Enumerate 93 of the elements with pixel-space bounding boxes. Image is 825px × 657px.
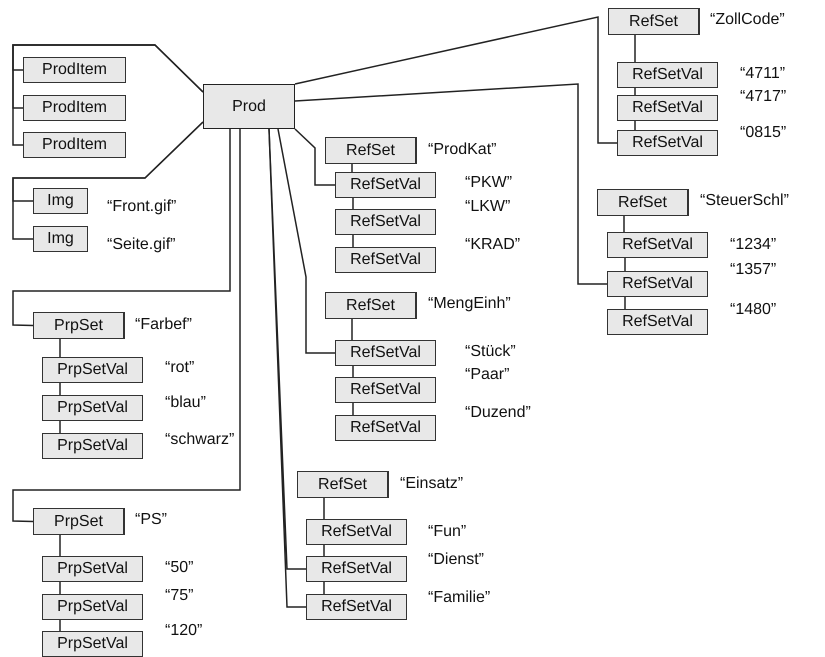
connector-line [634,35,636,62]
connector-line [351,164,353,172]
entity-box: ProdItem [23,57,126,83]
value-label: “Paar” [465,365,510,385]
entity-box: Img [33,188,88,214]
connector-line [59,339,61,357]
set-entity-box: PrpSet [33,312,125,339]
value-label: “ProdKat” [428,140,496,160]
entity-box: ProdItem [23,132,126,158]
value-label: “LKW” [465,197,510,217]
value-label: “Dienst” [428,550,484,570]
connector-line [323,545,325,556]
connector-line [323,582,325,594]
value-label: “Stück” [465,342,516,362]
connector-line [352,403,354,415]
entity-box: RefSetVal [607,309,708,335]
entity-box: RefSetVal [335,340,436,366]
set-entity-box: RefSet [325,292,417,319]
connector-line [59,620,61,631]
connector-line [623,216,625,232]
value-label: “PKW” [465,173,512,193]
connector-line [277,128,335,354]
value-label: “Seite.gif” [107,235,176,255]
entity-box: RefSetVal [306,594,407,620]
connector-line [59,582,61,594]
connector-line [59,535,61,556]
connector-line [294,16,617,144]
entity-box: RefSetVal [607,271,708,297]
entity-box: RefSetVal [335,415,436,441]
entity-box: RefSetVal [335,209,436,235]
connector-line [634,121,636,130]
entity-box: RefSetVal [306,519,407,545]
value-label: “Duzend” [465,403,531,423]
value-label: “75” [165,586,194,606]
value-label: “blau” [165,393,206,413]
set-entity-box: RefSet [608,8,700,35]
value-label: “1234” [730,235,776,255]
entity-box: PrpSetVal [42,594,143,620]
entity-box: RefSetVal [617,95,718,121]
value-label: “1480” [730,300,776,320]
value-label: “1357” [730,260,776,280]
entity-box: RefSetVal [335,377,436,403]
entity-box: PrpSetVal [42,433,143,459]
connector-line [624,297,626,309]
value-label: “50” [165,558,194,578]
connector-line [352,235,354,247]
connector-line [294,83,607,285]
entity-box: RefSetVal [607,232,708,258]
connector-line [323,498,325,519]
entity-box: PrpSetVal [42,395,143,421]
value-label: “ZollCode” [710,10,785,30]
entity-box: Img [33,226,88,252]
entity-box: ProdItem [23,95,126,121]
value-label: “4717” [740,87,786,107]
entity-box: RefSetVal [617,62,718,88]
set-entity-box: RefSet [325,137,417,164]
value-label: “MengEinh” [428,294,511,314]
connector-line [352,366,354,377]
entity-box: RefSetVal [335,172,436,198]
connector-line [12,129,231,326]
value-label: “rot” [165,358,194,378]
entity-box: PrpSetVal [42,631,143,657]
entity-box: RefSetVal [306,556,407,582]
entity-box: RefSetVal [335,247,436,273]
connector-line [352,198,354,209]
entity-box: PrpSetVal [42,357,143,383]
connector-line [59,421,61,433]
connector-line [12,44,204,146]
value-label: “schwarz” [165,430,234,450]
value-label: “SteuerSchl” [700,191,789,211]
connector-line [12,121,204,240]
connector-line [351,319,353,340]
set-entity-box: RefSet [597,189,689,216]
set-entity-box: PrpSet [33,508,125,535]
connector-line [59,383,61,395]
value-label: “PS” [135,510,167,530]
value-label: “Einsatz” [400,474,464,494]
value-label: “KRAD” [465,235,520,255]
value-label: “Fun” [428,522,466,542]
connector-line [634,88,636,95]
root-entity-box: Prod [203,84,295,129]
entity-box: RefSetVal [617,130,718,156]
value-label: “120” [165,621,202,641]
value-label: “Familie” [428,588,490,608]
connector-line [624,258,626,271]
value-label: “Farbef” [135,315,192,335]
connector-line [294,128,335,186]
value-label: “4711” [740,64,786,84]
value-label: “Front.gif” [107,197,176,217]
value-label: “0815” [740,123,786,143]
connector-line [12,129,241,522]
entity-box: PrpSetVal [42,556,143,582]
set-entity-box: RefSet [297,471,389,498]
